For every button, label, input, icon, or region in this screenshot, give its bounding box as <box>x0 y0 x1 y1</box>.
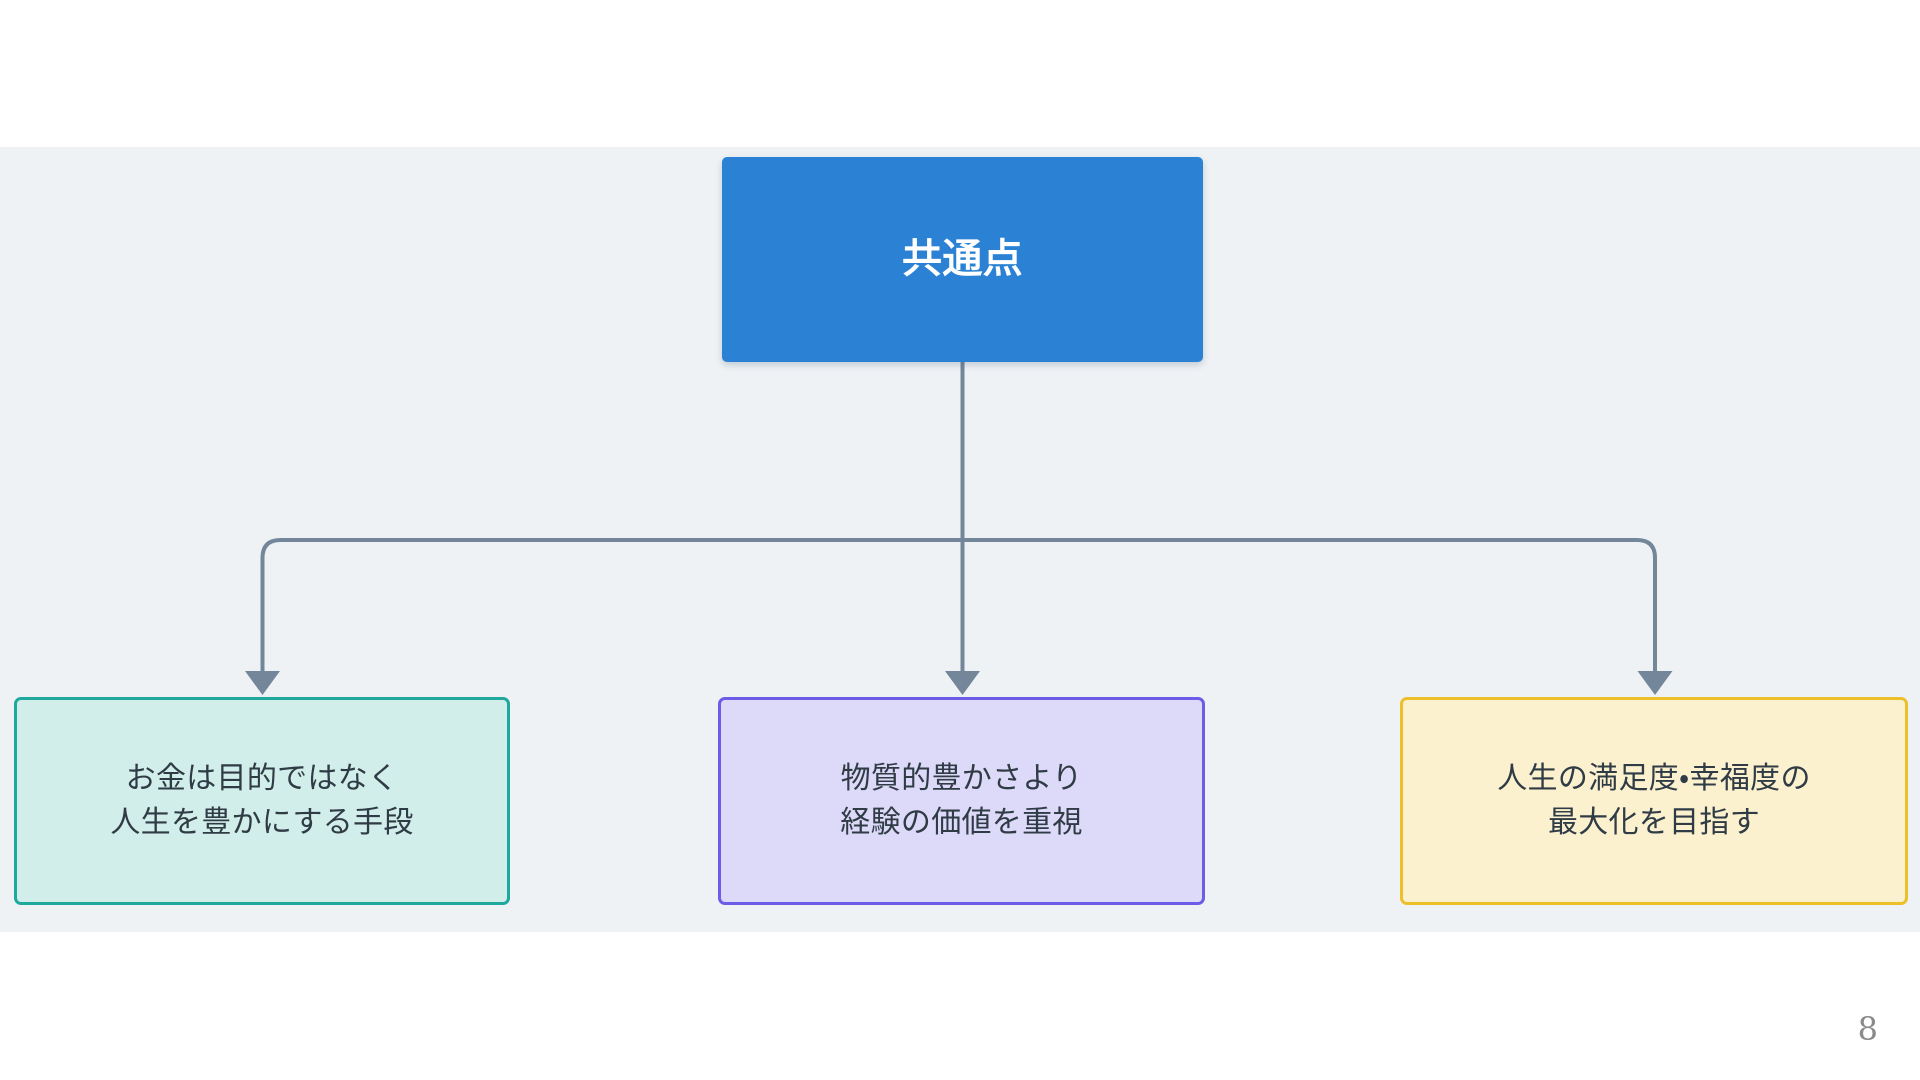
arrowhead-center-icon <box>945 671 980 695</box>
connector-bus-right <box>962 538 1657 682</box>
node-child-3-label: 人生の満足度・幸福度の 最大化を目指す <box>1497 760 1811 840</box>
diagram-panel: 共通点 お金は目的ではなく 人生を豊かにする手段 物質的豊かさより 経験の価値を… <box>0 147 1920 932</box>
page-number: 8 <box>1857 1010 1878 1048</box>
node-root-label: 共通点 <box>902 235 1023 282</box>
node-child-experience-over-materialism[interactable]: 物質的豊かさより 経験の価値を重視 <box>718 697 1205 905</box>
arrowhead-right-icon <box>1637 671 1673 695</box>
node-root[interactable]: 共通点 <box>722 157 1203 362</box>
node-child-1-label: お金は目的ではなく 人生を豊かにする手段 <box>110 760 414 840</box>
connector-bus-left <box>260 538 963 682</box>
node-child-money-is-a-means[interactable]: お金は目的ではなく 人生を豊かにする手段 <box>14 697 510 905</box>
node-child-2-label: 物質的豊かさより 経験の価値を重視 <box>840 760 1083 840</box>
arrowhead-left-icon <box>245 671 280 695</box>
node-child-maximize-life-satisfaction[interactable]: 人生の満足度・幸福度の 最大化を目指す <box>1400 697 1908 905</box>
